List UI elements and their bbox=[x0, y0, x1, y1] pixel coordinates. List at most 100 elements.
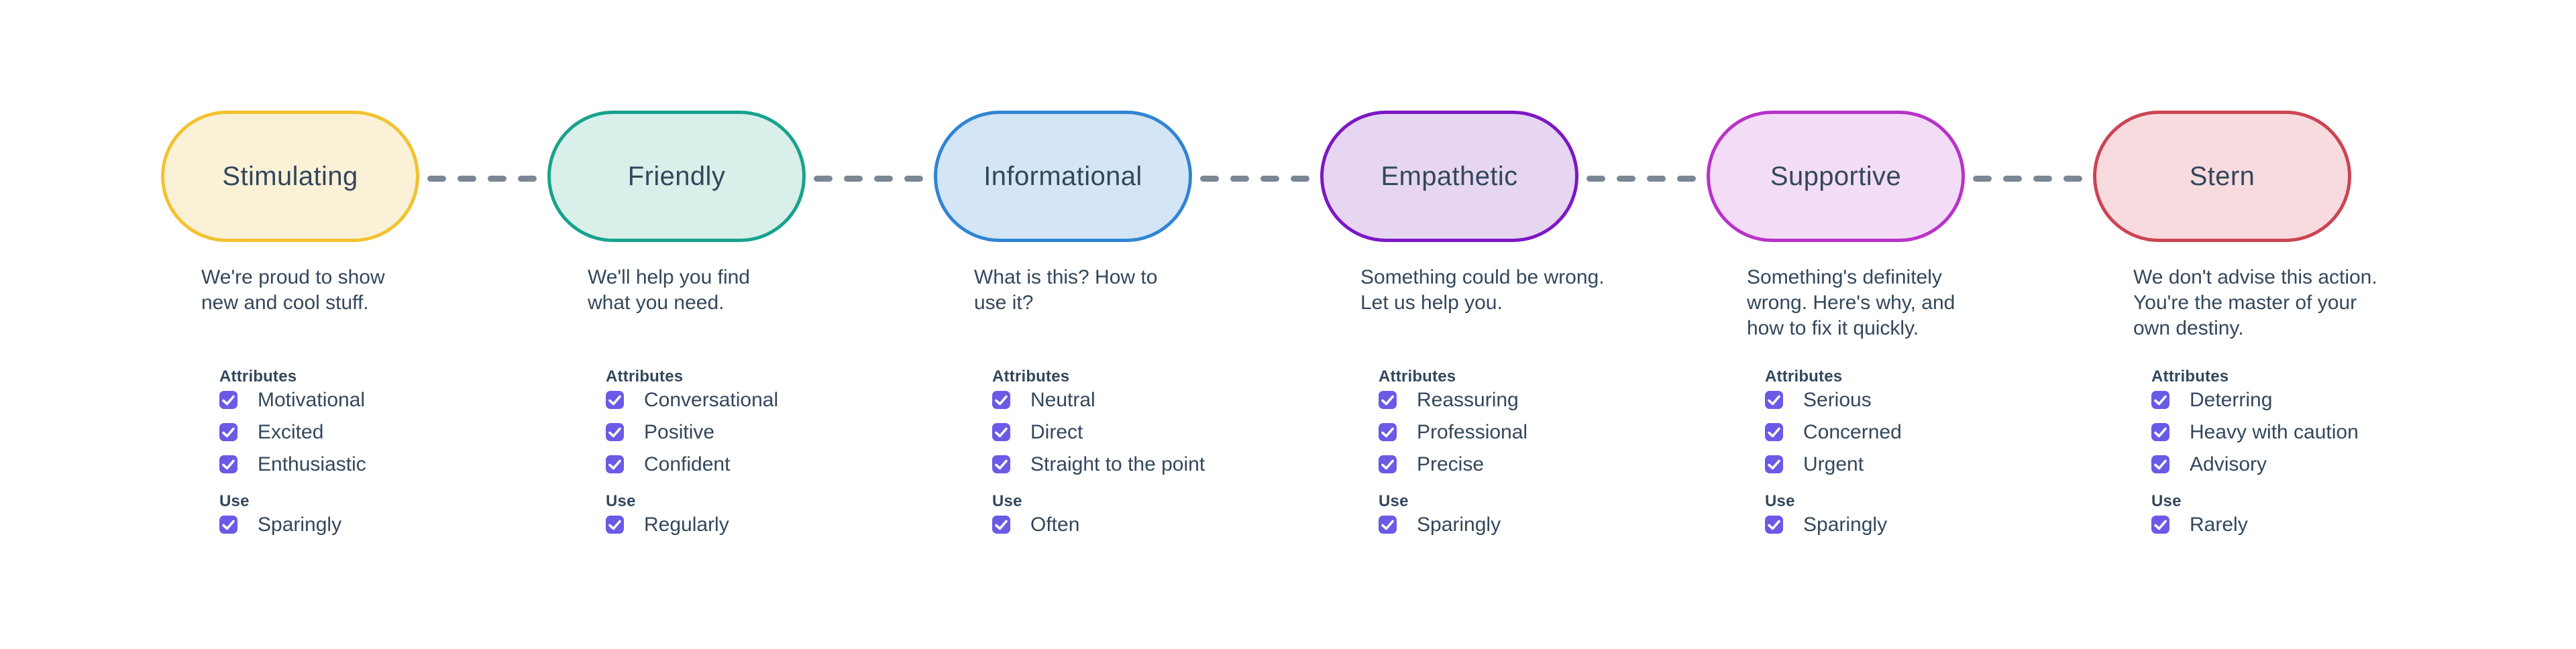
checkbox-checked-icon[interactable] bbox=[219, 423, 237, 441]
checkbox-checked-icon[interactable] bbox=[1765, 516, 1783, 534]
checkbox-checked-icon[interactable] bbox=[2151, 455, 2169, 473]
checkbox-checked-icon[interactable] bbox=[992, 455, 1010, 473]
tone-column-friendly: Friendly We'll help you find what you ne… bbox=[547, 111, 923, 534]
checkbox-checked-icon[interactable] bbox=[1765, 391, 1783, 409]
checkbox-label: Confident bbox=[644, 453, 731, 475]
use-label: Use bbox=[1765, 492, 1795, 510]
checkmark-icon bbox=[995, 459, 1008, 470]
checkmark-icon bbox=[2154, 395, 2167, 406]
attributes-list: Motivational Excited Enthusiastic bbox=[219, 388, 535, 475]
checkbox-row[interactable]: Precise bbox=[1379, 454, 1694, 474]
checkmark-icon bbox=[1381, 395, 1394, 406]
use-list: Rarely bbox=[2151, 514, 2467, 534]
checkbox-label: Enthusiastic bbox=[258, 453, 366, 475]
checkbox-checked-icon[interactable] bbox=[1379, 455, 1397, 473]
checkbox-row[interactable]: Rarely bbox=[2151, 514, 2467, 534]
checkbox-checked-icon[interactable] bbox=[1765, 423, 1783, 441]
tone-pill: Supportive bbox=[1707, 111, 1965, 242]
tone-description: We'll help you find what you need. bbox=[588, 266, 750, 314]
checkmark-icon bbox=[608, 520, 621, 530]
checkbox-row[interactable]: Neutral bbox=[992, 388, 1307, 411]
attributes-list: Neutral Direct Straight to the point bbox=[992, 388, 1307, 475]
checkbox-row[interactable]: Sparingly bbox=[1379, 514, 1694, 534]
tone-pill-title: Friendly bbox=[627, 161, 726, 191]
checkbox-checked-icon[interactable] bbox=[606, 423, 624, 441]
checkbox-label: Positive bbox=[644, 420, 715, 443]
checkmark-icon bbox=[995, 427, 1008, 438]
checkbox-row[interactable]: Regularly bbox=[606, 514, 921, 534]
dashed-connector bbox=[1973, 173, 2082, 182]
checkbox-label: Conversational bbox=[644, 388, 779, 411]
attributes-list: Conversational Positive Confident bbox=[606, 388, 921, 475]
checkbox-row[interactable]: Professional bbox=[1379, 420, 1694, 443]
checkbox-row[interactable]: Straight to the point bbox=[992, 453, 1307, 475]
tone-description: We don't advise this action. You're the … bbox=[2133, 266, 2377, 339]
tone-pill-title: Informational bbox=[983, 161, 1142, 191]
checkbox-row[interactable]: Sparingly bbox=[1765, 514, 2080, 534]
tone-description: Something's definitely wrong. Here's why… bbox=[1747, 266, 1955, 339]
tone-details: Attributes Conversational Positive Confi… bbox=[606, 367, 921, 548]
checkbox-checked-icon[interactable] bbox=[1379, 516, 1397, 534]
checkbox-checked-icon[interactable] bbox=[219, 516, 237, 534]
checkbox-row[interactable]: Motivational bbox=[219, 388, 535, 411]
use-list: Sparingly bbox=[1379, 514, 1694, 534]
checkbox-checked-icon[interactable] bbox=[606, 455, 624, 473]
checkbox-label: Sparingly bbox=[258, 513, 342, 536]
checkbox-row[interactable]: Concerned bbox=[1765, 422, 2080, 442]
checkbox-row[interactable]: Heavy with caution bbox=[2151, 420, 2467, 443]
checkbox-checked-icon[interactable] bbox=[219, 455, 237, 473]
checkbox-checked-icon[interactable] bbox=[2151, 391, 2169, 409]
tone-column-stern: Stern We don't advise this action. You'r… bbox=[2093, 111, 2377, 534]
checkbox-checked-icon[interactable] bbox=[606, 516, 624, 534]
checkbox-label: Professional bbox=[1417, 420, 1528, 443]
checkmark-icon bbox=[1768, 459, 1780, 470]
checkbox-row[interactable]: Often bbox=[992, 514, 1307, 534]
checkbox-row[interactable]: Sparingly bbox=[219, 513, 535, 536]
checkmark-icon bbox=[2154, 459, 2167, 470]
tone-pill: Friendly bbox=[547, 111, 806, 242]
checkbox-row[interactable]: Urgent bbox=[1765, 454, 2080, 474]
checkmark-icon bbox=[1381, 427, 1394, 438]
checkbox-row[interactable]: Positive bbox=[606, 420, 921, 443]
attributes-label: Attributes bbox=[606, 367, 684, 386]
attributes-label: Attributes bbox=[219, 367, 297, 386]
checkmark-icon bbox=[2154, 520, 2167, 530]
tone-pill: Empathetic bbox=[1320, 111, 1578, 242]
checkbox-row[interactable]: Serious bbox=[1765, 390, 2080, 410]
tone-description: Something could be wrong. Let us help yo… bbox=[1360, 266, 1605, 314]
checkbox-checked-icon[interactable] bbox=[992, 423, 1010, 441]
checkbox-row[interactable]: Enthusiastic bbox=[219, 453, 535, 475]
checkbox-checked-icon[interactable] bbox=[1765, 455, 1783, 473]
dashed-connector bbox=[1587, 173, 1696, 182]
checkbox-row[interactable]: Advisory bbox=[2151, 454, 2467, 474]
checkbox-checked-icon[interactable] bbox=[1379, 391, 1397, 409]
tone-details: Attributes Reassuring Professional Preci… bbox=[1379, 367, 1694, 548]
checkmark-icon bbox=[2154, 427, 2167, 438]
checkbox-checked-icon[interactable] bbox=[992, 391, 1010, 409]
checkbox-row[interactable]: Confident bbox=[606, 453, 921, 475]
checkbox-row[interactable]: Excited bbox=[219, 422, 535, 442]
checkbox-label: Motivational bbox=[258, 388, 366, 411]
tone-details: Attributes Motivational Excited Enthusia… bbox=[219, 367, 535, 548]
checkbox-row[interactable]: Deterring bbox=[2151, 390, 2467, 410]
checkbox-checked-icon[interactable] bbox=[992, 516, 1010, 534]
checkbox-checked-icon[interactable] bbox=[2151, 516, 2169, 534]
tone-pill: Stimulating bbox=[161, 111, 419, 242]
attributes-label: Attributes bbox=[1765, 367, 1843, 386]
checkbox-checked-icon[interactable] bbox=[2151, 423, 2169, 441]
tone-pill: Stern bbox=[2093, 111, 2351, 242]
checkbox-label: Reassuring bbox=[1417, 388, 1519, 411]
use-label: Use bbox=[2151, 492, 2182, 510]
checkbox-row[interactable]: Direct bbox=[992, 422, 1307, 442]
checkbox-row[interactable]: Reassuring bbox=[1379, 388, 1694, 411]
attributes-list: Deterring Heavy with caution Advisory bbox=[2151, 390, 2467, 474]
attributes-list: Serious Concerned Urgent bbox=[1765, 390, 2080, 474]
checkbox-label: Straight to the point bbox=[1030, 453, 1205, 475]
checkbox-label: Heavy with caution bbox=[2190, 420, 2359, 443]
checkbox-checked-icon[interactable] bbox=[219, 391, 237, 409]
checkbox-row[interactable]: Conversational bbox=[606, 388, 921, 411]
checkbox-checked-icon[interactable] bbox=[606, 391, 624, 409]
checkbox-checked-icon[interactable] bbox=[1379, 423, 1397, 441]
checkmark-icon bbox=[995, 395, 1008, 406]
checkbox-label: Neutral bbox=[1030, 388, 1095, 411]
